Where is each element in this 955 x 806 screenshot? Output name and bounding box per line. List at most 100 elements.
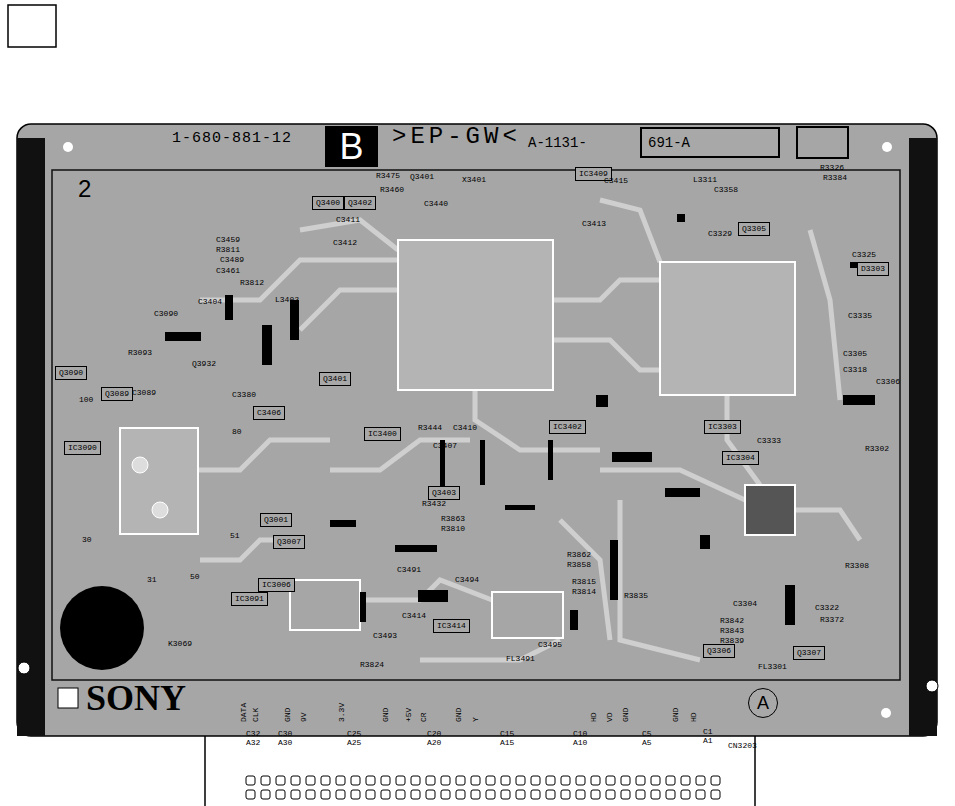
- silkscreen-label: A1: [703, 737, 713, 745]
- part-number-box: 691-A: [640, 127, 780, 158]
- component-body: [290, 300, 299, 340]
- component-body: [262, 325, 272, 365]
- ref-text: Q3403: [432, 488, 456, 497]
- silkscreen-label: R3475: [376, 172, 400, 180]
- silkscreen-label: CR: [420, 712, 428, 722]
- marker-square: [58, 688, 78, 708]
- contact-pad: [306, 776, 315, 785]
- copper-track: [330, 440, 470, 470]
- mount-hole: [881, 708, 891, 718]
- silkscreen-label: 3.3V: [338, 703, 346, 722]
- component-body: [610, 540, 618, 600]
- contact-pad: [696, 790, 705, 799]
- contact-pad: [336, 790, 345, 799]
- ic-package: [120, 428, 198, 534]
- component-body: [360, 592, 366, 622]
- silkscreen-label: R3812: [240, 279, 264, 287]
- contact-pad: [246, 790, 255, 799]
- silkscreen-label: C3412: [333, 239, 357, 247]
- contact-pad: [351, 790, 360, 799]
- component-body: [225, 295, 233, 320]
- ref-box: Q3402: [344, 196, 376, 210]
- contact-pad: [711, 776, 720, 785]
- contact-pad: [396, 790, 405, 799]
- ref-text: C3406: [257, 408, 281, 417]
- contact-pad: [411, 790, 420, 799]
- edge-strip: [17, 138, 45, 736]
- silkscreen-label: C32: [246, 730, 260, 738]
- silkscreen-label: C3491: [397, 566, 421, 574]
- contact-pad: [561, 776, 570, 785]
- mount-hole: [132, 457, 148, 473]
- silkscreen-label: CN3203: [728, 742, 757, 750]
- inner-outline: [52, 170, 900, 680]
- ref-text: Q3401: [323, 374, 347, 383]
- ref-box: Q3403: [428, 486, 460, 500]
- component-body: [480, 440, 485, 485]
- contact-pad: [711, 790, 720, 799]
- silkscreen-label: C20: [427, 730, 441, 738]
- contact-pad: [516, 776, 525, 785]
- silkscreen-label: R3384: [823, 174, 847, 182]
- ref-text: Q3306: [707, 646, 731, 655]
- silkscreen-label: C3495: [538, 641, 562, 649]
- contact-pad: [486, 776, 495, 785]
- silkscreen-label: R3460: [380, 186, 404, 194]
- silkscreen-label: GND: [455, 708, 463, 722]
- silkscreen-label: DATA: [240, 703, 248, 722]
- contact-pad: [366, 790, 375, 799]
- contact-pad: [426, 790, 435, 799]
- ic-package: [290, 580, 360, 630]
- contact-pad: [276, 776, 285, 785]
- silkscreen-label: Y: [472, 717, 480, 722]
- ref-box: Q3401: [319, 372, 351, 386]
- ref-box: Q3090: [55, 366, 87, 380]
- silkscreen-label: C1: [703, 728, 713, 736]
- silkscreen-label: C3380: [232, 391, 256, 399]
- ref-box: Q3089: [101, 387, 133, 401]
- component-body: [548, 440, 553, 480]
- contact-pad: [321, 776, 330, 785]
- silkscreen-label: R3814: [572, 588, 596, 596]
- silkscreen-label: R3432: [422, 500, 446, 508]
- ic-package: [398, 240, 553, 390]
- silkscreen-label: 100: [79, 396, 93, 404]
- contact-pad: [291, 776, 300, 785]
- copper-track: [200, 260, 398, 300]
- silkscreen-label: C3414: [402, 612, 426, 620]
- silkscreen-label: R3372: [820, 616, 844, 624]
- silkscreen-label: 9V: [300, 712, 308, 722]
- connector-tab: [205, 730, 755, 806]
- corner-box: [8, 5, 56, 47]
- ref-text: Q3305: [742, 224, 766, 233]
- silkscreen-label: R3842: [720, 617, 744, 625]
- contact-pad: [381, 790, 390, 799]
- silkscreen-label: A5: [642, 739, 652, 747]
- component-body: [570, 610, 578, 630]
- contact-pad: [681, 776, 690, 785]
- contact-pad: [306, 790, 315, 799]
- black-dot: [60, 586, 144, 670]
- contact-pad: [576, 790, 585, 799]
- silkscreen-label: C3440: [424, 200, 448, 208]
- board-outline: [17, 124, 937, 736]
- copper-track: [198, 440, 330, 470]
- contact-pad: [396, 776, 405, 785]
- board-marking: 2: [78, 177, 91, 201]
- silkscreen-label: A30: [278, 739, 292, 747]
- component-body: [596, 395, 608, 407]
- ref-text: B: [339, 129, 363, 165]
- copper-track: [600, 200, 660, 262]
- silkscreen-label: Q3401: [410, 173, 434, 181]
- ic-package: [660, 262, 795, 395]
- ref-text: IC3402: [553, 422, 582, 431]
- ref-box: IC3303: [704, 420, 741, 434]
- ref-box: C3406: [253, 406, 285, 420]
- component-body: [395, 545, 437, 552]
- ref-box: IC3400: [364, 427, 401, 441]
- silkscreen-label: R3308: [845, 562, 869, 570]
- mount-hole: [18, 662, 30, 674]
- copper-track: [727, 395, 760, 485]
